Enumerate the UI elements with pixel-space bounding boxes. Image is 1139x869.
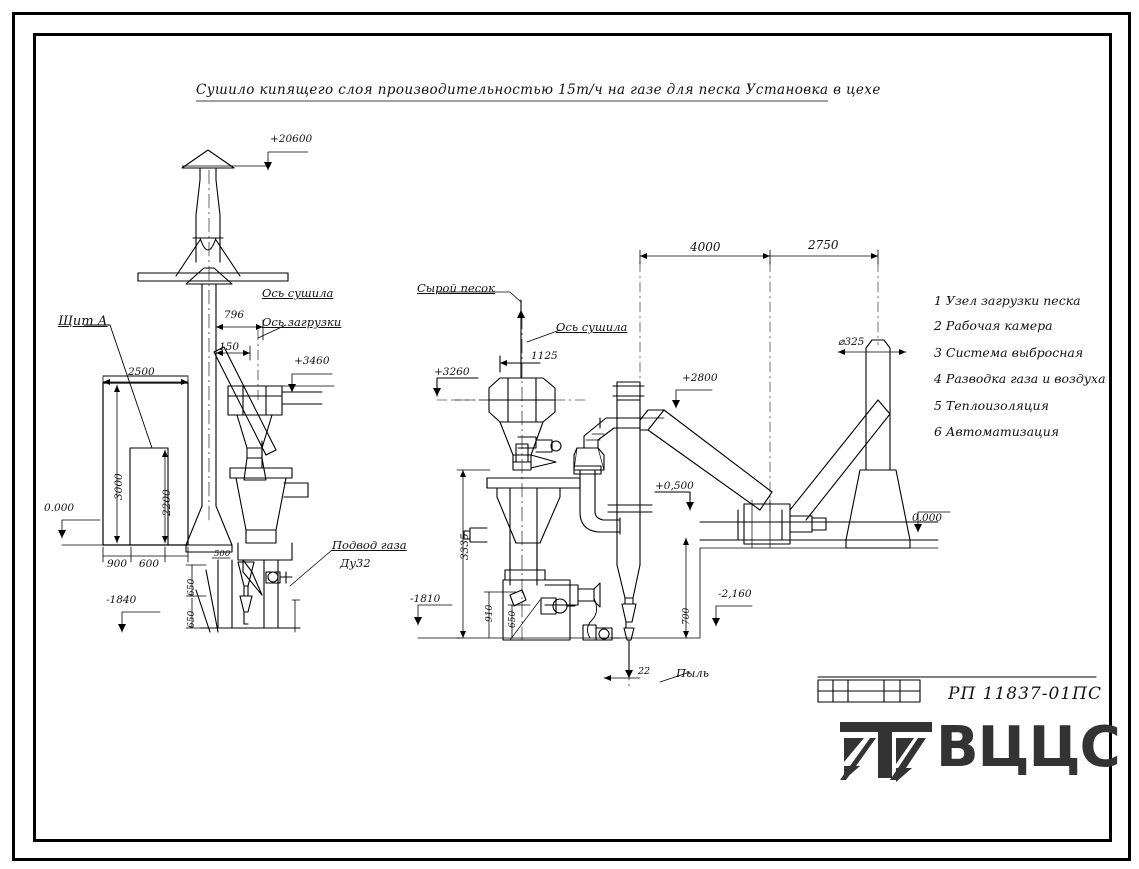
middle-cyclone-duct xyxy=(573,381,694,678)
level-zero-left: 0.000 xyxy=(44,502,75,514)
dim-600: 600 xyxy=(139,558,160,570)
logo-mark xyxy=(840,722,932,782)
level-plus-3260: +3260 xyxy=(434,366,470,378)
right-dimensions xyxy=(611,249,951,639)
sheet-border-inner xyxy=(33,33,1112,842)
middle-motor-drive xyxy=(512,436,562,471)
label-gas-supply-line2: Ду32 xyxy=(340,556,371,570)
dim-150: 150 xyxy=(219,341,240,353)
left-chimney xyxy=(137,149,289,553)
level-minus-2160: -2,160 xyxy=(718,588,752,600)
right-duct-assembly xyxy=(639,339,939,549)
logo-text: ВЦЦС xyxy=(936,715,1121,780)
level-plus-20600: +20600 xyxy=(270,133,313,145)
dim-500-left: 500 xyxy=(214,549,231,559)
dim-796: 796 xyxy=(224,309,245,321)
drawing-code: РП 11837-01ПС xyxy=(948,684,1102,704)
left-machine-body xyxy=(195,440,309,633)
left-dimensions xyxy=(58,151,335,633)
middle-drying-chamber xyxy=(463,477,613,641)
dim-3000: 3000 xyxy=(113,473,125,500)
dim-2200: 2200 xyxy=(161,489,173,516)
level-plus-2800: +2800 xyxy=(682,372,718,384)
level-plus-3460: +3460 xyxy=(294,355,330,367)
label-raw-sand: Сырой песок xyxy=(417,281,495,295)
legend-item-2: 2 Рабочая камера xyxy=(934,318,1053,333)
legend-item-6: 6 Автоматизация xyxy=(934,424,1060,439)
label-axis-dryer-left: Ось сушила xyxy=(262,286,334,300)
dim-1125: 1125 xyxy=(531,350,558,362)
dim-900: 900 xyxy=(107,558,128,570)
dim-910: 910 xyxy=(485,604,495,622)
label-gas-supply-line1: Подвод газа xyxy=(332,538,407,552)
dim-2500: 2500 xyxy=(128,366,155,378)
vniis-logo: ВЦЦС xyxy=(838,718,1121,790)
dim-650-b: 650 xyxy=(187,610,197,628)
dim-22: 22 xyxy=(638,666,651,677)
label-axis-dryer-middle: Ось сушила xyxy=(556,320,628,334)
level-minus-1810: -1810 xyxy=(410,593,441,605)
level-plus-0500: +0,500 xyxy=(655,480,694,492)
sheet-title: Сушило кипящего слоя производительностью… xyxy=(196,82,881,98)
dim-4000: 4000 xyxy=(690,240,721,254)
middle-dimensions xyxy=(414,469,691,691)
dim-stack-diameter: ⌀325 xyxy=(838,336,865,348)
dim-3335: 3335 xyxy=(459,533,471,560)
middle-hopper xyxy=(433,291,586,641)
label-axis-loading: Ось загрузки xyxy=(262,315,342,329)
label-schit-a: Щит А xyxy=(58,314,108,329)
label-dust: Пыль xyxy=(676,666,709,680)
dim-650-a: 650 xyxy=(187,578,197,596)
level-zero-right: 0.000 xyxy=(912,512,943,524)
legend-item-5: 5 Теплоизоляция xyxy=(934,398,1049,413)
dim-2750: 2750 xyxy=(808,238,839,252)
sheet-border-outer xyxy=(12,12,1131,861)
legend-item-3: 3 Система выбросная xyxy=(934,345,1084,360)
dim-650-middle: 650 xyxy=(508,610,518,628)
title-block-table xyxy=(817,676,1097,703)
legend-item-4: 4 Разводка газа и воздуха xyxy=(934,371,1106,386)
dim-700: 700 xyxy=(682,607,692,625)
level-minus-1840: -1840 xyxy=(106,594,137,606)
legend-item-1: 1 Узел загрузки песка xyxy=(934,293,1081,308)
